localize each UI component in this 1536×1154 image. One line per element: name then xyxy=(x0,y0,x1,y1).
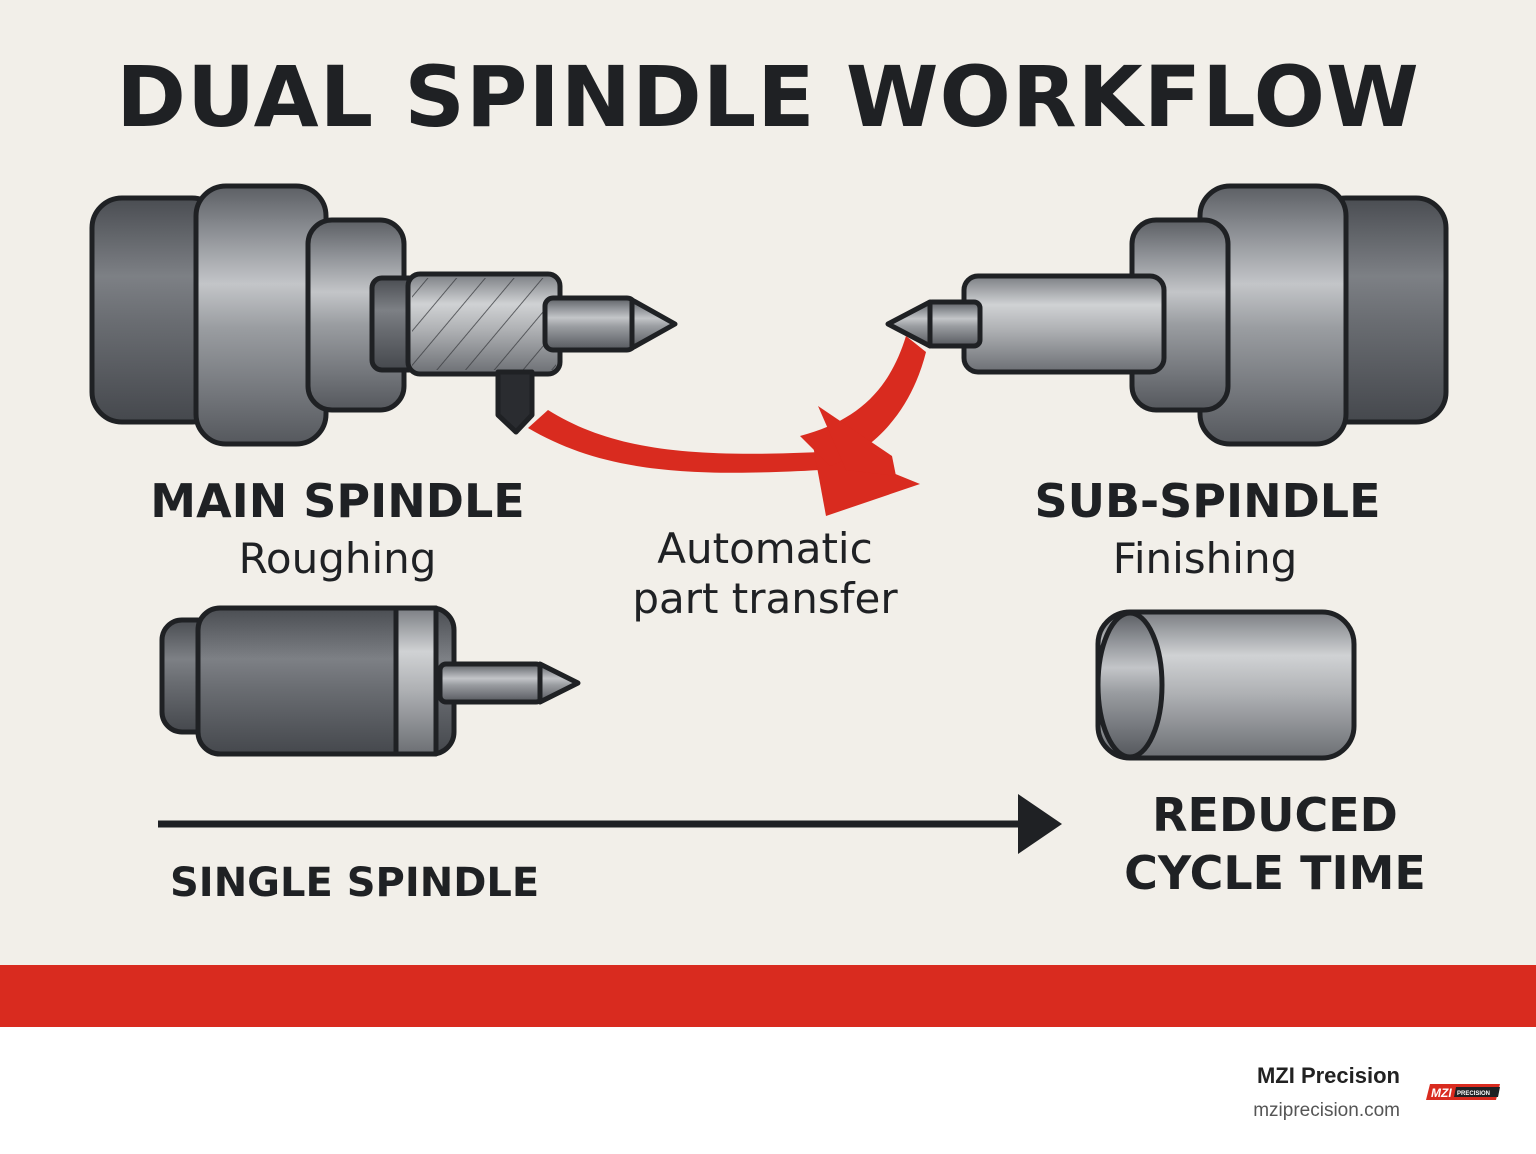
transfer-line-1: Automatic xyxy=(657,524,873,573)
single-spindle-icon xyxy=(159,605,581,757)
single-spindle-label: SINGLE SPINDLE xyxy=(170,860,540,906)
transfer-line-2: part transfer xyxy=(632,574,898,623)
diagram-canvas xyxy=(0,0,1536,965)
sub-spindle-icon xyxy=(885,183,1449,447)
accent-bar xyxy=(0,965,1536,1027)
sub-spindle-operation: Finishing xyxy=(1112,534,1298,583)
main-spindle-operation: Roughing xyxy=(238,534,437,583)
sub-spindle-label: SUB-SPINDLE xyxy=(1034,474,1381,528)
svg-text:PRECISION: PRECISION xyxy=(1457,1091,1490,1097)
brand-url: mziprecision.com xyxy=(1253,1100,1400,1121)
finished-part-icon xyxy=(1095,609,1357,761)
main-spindle-label: MAIN SPINDLE xyxy=(150,474,525,528)
svg-text:MZI: MZI xyxy=(1431,1086,1452,1100)
transfer-arrow-icon xyxy=(528,336,926,516)
page-title: DUAL SPINDLE WORKFLOW xyxy=(116,48,1420,146)
result-line-1: REDUCED xyxy=(1152,788,1398,842)
main-spindle-icon xyxy=(89,183,678,447)
result-line-2: CYCLE TIME xyxy=(1124,846,1426,900)
diagram-art xyxy=(89,183,1449,854)
brand-name: MZI Precision xyxy=(1256,1063,1400,1088)
brand-logo-icon: MZI PRECISION xyxy=(1426,1084,1500,1100)
progress-arrow-icon xyxy=(158,794,1062,854)
footer xyxy=(0,1027,1536,1154)
